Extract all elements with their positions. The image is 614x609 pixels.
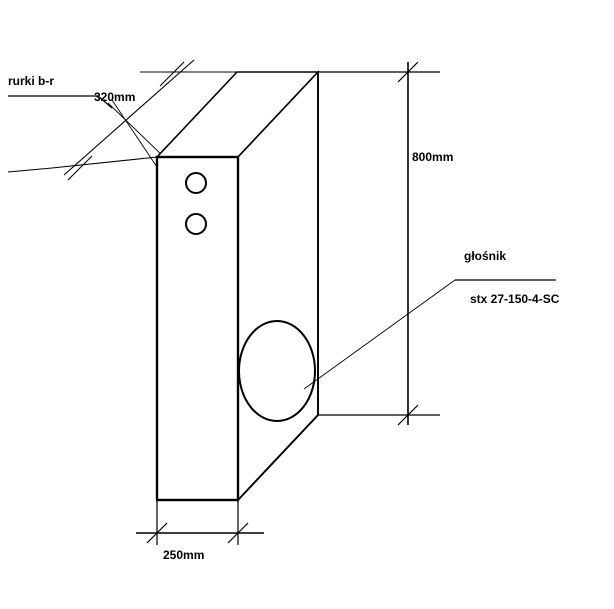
height-tick-bottom [397, 404, 419, 426]
height-tick-top [397, 61, 419, 83]
speaker-cutout [238, 320, 316, 422]
ports-label: rurki b-r [8, 74, 55, 88]
depth-dimension-line [63, 59, 195, 176]
depth-extension-line-lower-2 [7, 167, 53, 173]
cabinet-front-face [155, 155, 240, 502]
width-dimension-group [136, 500, 264, 545]
speaker-model-label: stx 27-150-4-SC [470, 292, 560, 306]
speaker-label: głośnik [464, 249, 507, 263]
depth-tick-lower [67, 155, 93, 181]
width-tick-right [227, 522, 249, 544]
speaker-leader-diagonal [303, 279, 456, 390]
speaker-leader-group [303, 279, 556, 390]
height-dimension-label: 800mm [412, 150, 454, 164]
depth-tick-upper [159, 61, 185, 87]
width-tick-left [146, 522, 168, 544]
ports-leader-kink [97, 95, 113, 109]
depth-dimension-group [7, 59, 237, 181]
width-dimension-label: 250mm [163, 548, 205, 562]
depth-extension-line-lower [51, 156, 158, 169]
height-dimension-group [318, 61, 440, 426]
depth-dimension-label: 320mm [94, 90, 136, 104]
port-hole-lower [185, 213, 207, 235]
cabinet-chamfer-edge [237, 414, 319, 501]
port-holes-group [185, 172, 207, 235]
port-hole-upper [185, 172, 207, 194]
cabinet-body [155, 69, 320, 503]
